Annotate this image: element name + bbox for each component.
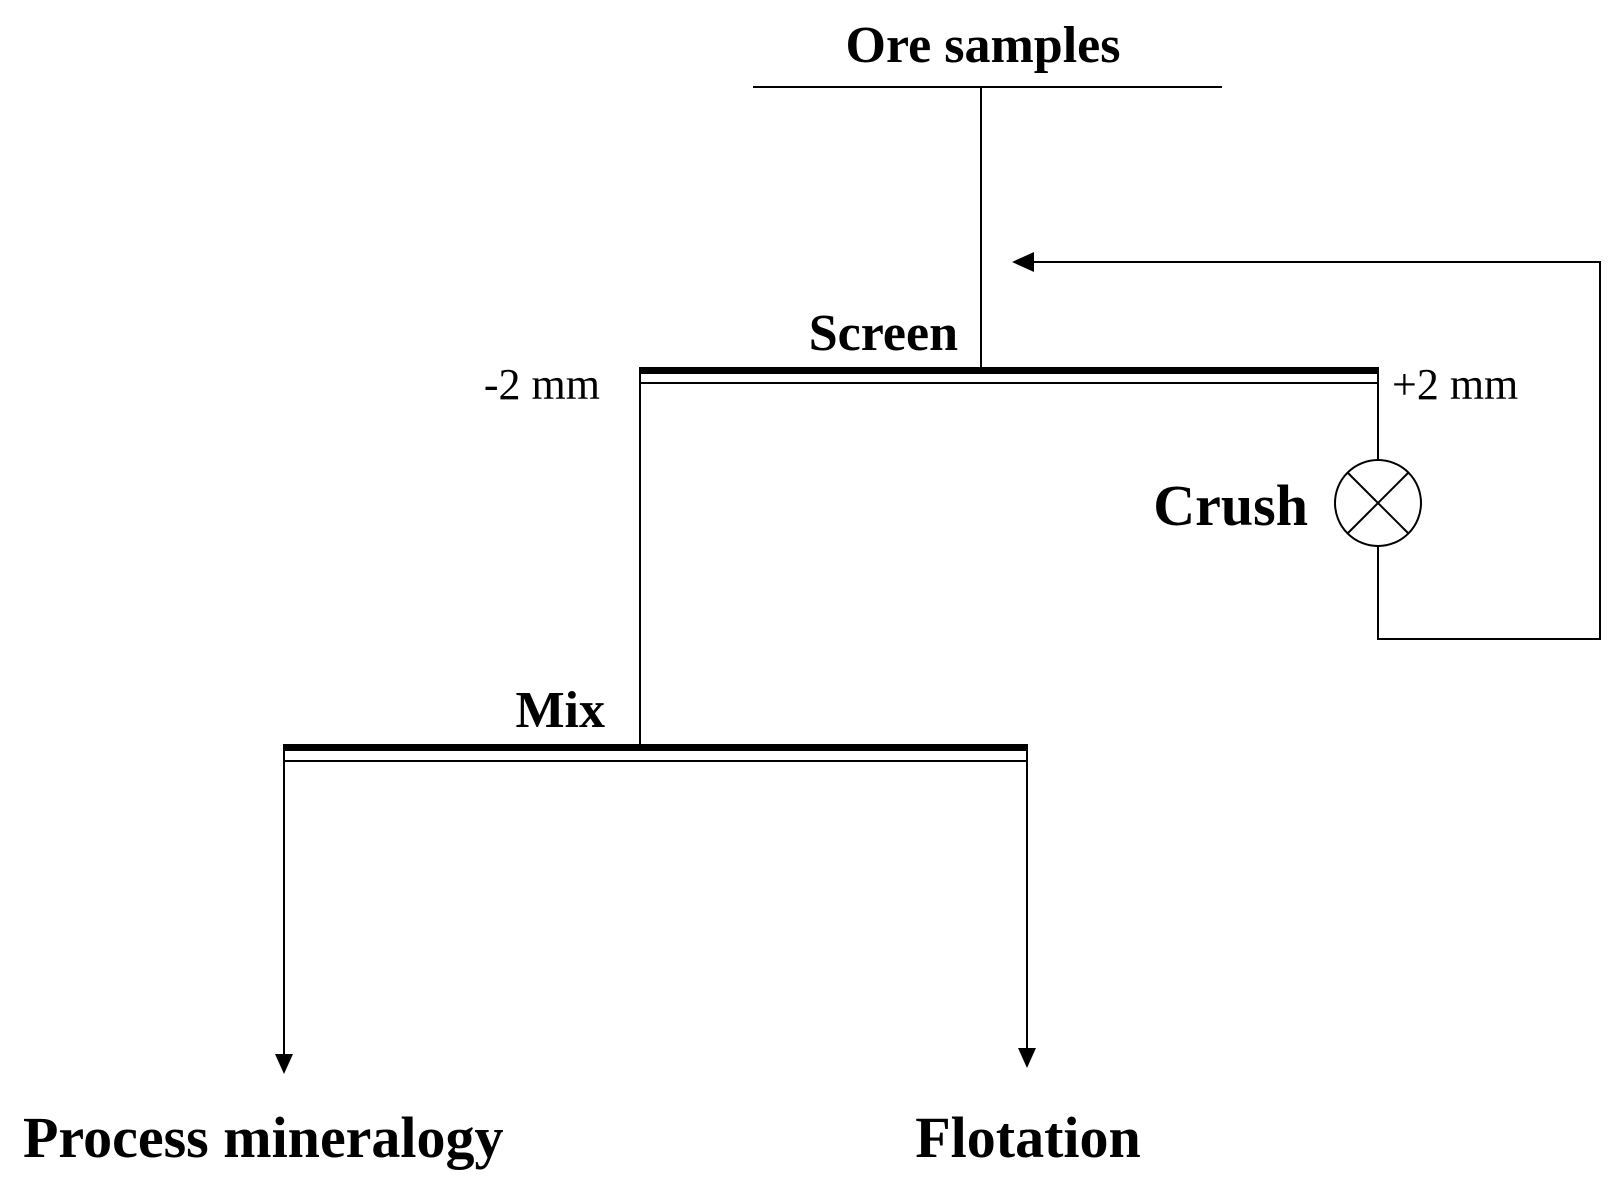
screen-deck-thick	[639, 367, 1379, 374]
mineralogy-arrowhead-icon	[275, 1054, 293, 1074]
recycle-line	[1032, 261, 1601, 640]
crusher-symbol-icon	[1334, 459, 1422, 547]
screen-unit	[639, 367, 1379, 385]
undersize-label: -2 mm	[484, 360, 600, 409]
screen-label: Screen	[809, 305, 958, 362]
mix-label: Mix	[515, 682, 605, 739]
mix-unit	[283, 744, 1028, 763]
process-mineralogy-label: Process mineralogy	[23, 1105, 504, 1170]
ore-samples-label: Ore samples	[846, 17, 1121, 74]
mix-bar-thick	[283, 744, 1028, 751]
recycle-arrowhead-icon	[1012, 252, 1034, 272]
oversize-label: +2 mm	[1392, 360, 1518, 409]
flotation-label: Flotation	[915, 1105, 1141, 1170]
flotation-arrowhead-icon	[1018, 1048, 1036, 1068]
crush-label: Crush	[1153, 473, 1308, 538]
